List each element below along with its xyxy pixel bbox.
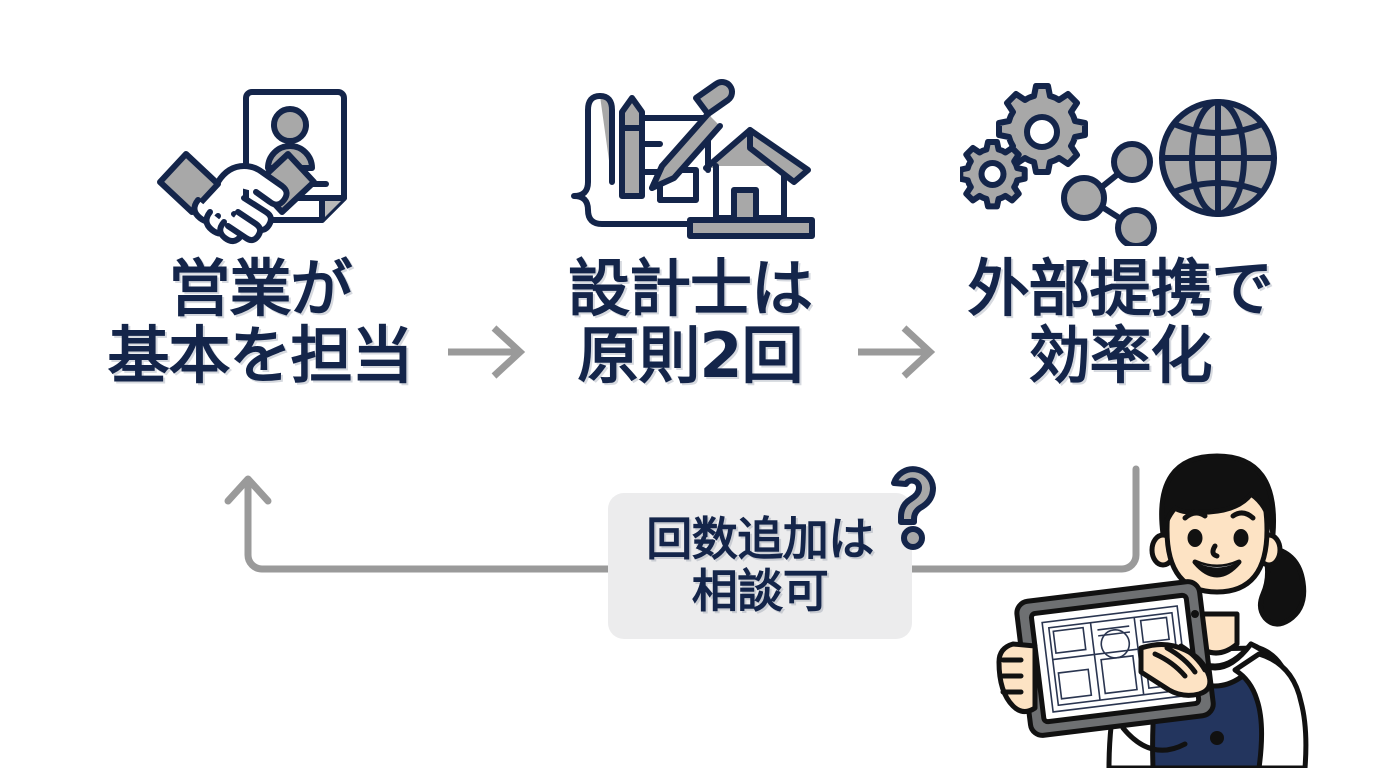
blueprint-house-icon <box>556 78 824 250</box>
flow-step-sales: 営業が 基本を担当 <box>60 78 460 390</box>
woman-holding-tablet-illustration <box>995 438 1376 771</box>
flow-step-architect-label: 設計士は 原則2回 <box>567 252 813 392</box>
gears-network-globe-icon <box>957 78 1280 250</box>
flow-step-architect: 設計士は 原則2回 <box>520 78 860 390</box>
handshake-contract-icon <box>140 78 380 250</box>
flow-arrow-right <box>446 322 532 382</box>
callout-box-consultation: 回数追加は 相談可 <box>608 493 912 639</box>
flow-step-partnership: 外部提携で 効率化 <box>930 78 1310 390</box>
flow-arrow-right <box>856 322 942 382</box>
callout-text: 回数追加は 相談可 <box>646 512 874 618</box>
question-mark-icon <box>884 459 946 551</box>
flow-step-sales-label: 営業が 基本を担当 <box>107 252 413 392</box>
flow-step-partnership-label: 外部提携で 効率化 <box>967 252 1273 392</box>
